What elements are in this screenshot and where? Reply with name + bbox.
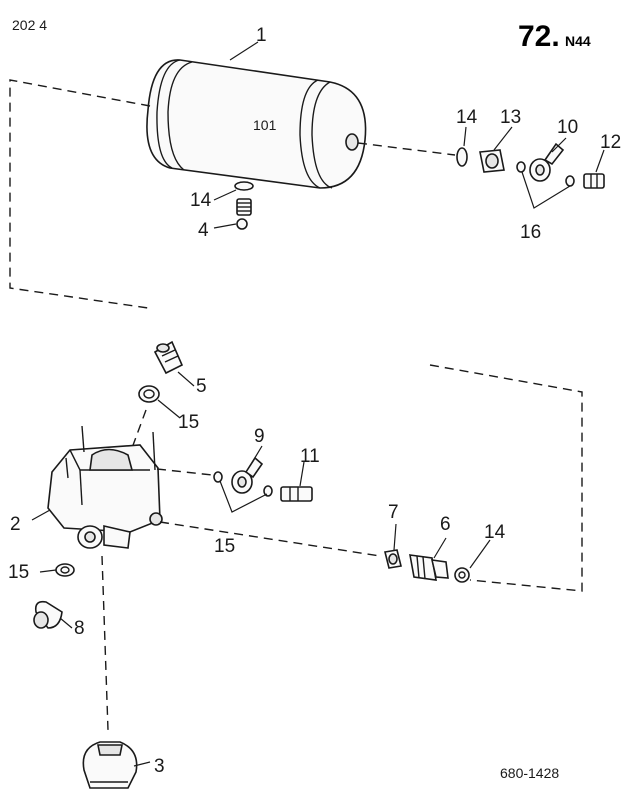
banjo-bolt-11 xyxy=(280,486,313,502)
callout-10: 10 xyxy=(557,117,578,138)
callout-15-left: 15 xyxy=(8,562,29,583)
plug-8 xyxy=(33,600,63,629)
page-reference: 202 4 xyxy=(12,17,47,33)
washer-14-top xyxy=(456,147,468,167)
callout-4: 4 xyxy=(198,220,209,241)
washer-16b xyxy=(565,175,575,187)
drain-valve-4 xyxy=(236,218,248,230)
callout-16: 16 xyxy=(520,222,541,243)
banjo-bolt-12 xyxy=(583,173,605,189)
seal-ring-15-mid-a xyxy=(213,471,223,483)
callout-5: 5 xyxy=(196,376,207,397)
nut-7 xyxy=(384,549,402,569)
callout-2: 2 xyxy=(10,514,21,535)
callout-1: 1 xyxy=(256,25,267,46)
seal-ring-15-mid-b xyxy=(263,485,273,497)
washer-14-bottom xyxy=(454,567,470,583)
callout-12: 12 xyxy=(600,132,621,153)
callout-3: 3 xyxy=(154,756,165,777)
silencer-3 xyxy=(82,741,138,789)
seal-ring-15-top xyxy=(138,385,160,403)
callout-14-top: 14 xyxy=(456,107,478,128)
banjo-fitting-9 xyxy=(231,456,264,494)
drain-plug xyxy=(236,198,252,216)
callout-15-top: 15 xyxy=(178,412,199,433)
callout-14-bottom: 14 xyxy=(484,522,506,543)
callout-13: 13 xyxy=(500,107,521,128)
tank-marking: 101 xyxy=(253,117,277,133)
drain-washer xyxy=(234,181,254,191)
adapter-6 xyxy=(409,554,449,581)
air-tank: 101 xyxy=(146,59,367,189)
hose-connector-5 xyxy=(153,340,184,375)
callout-7: 7 xyxy=(388,502,399,523)
seal-ring-15-left xyxy=(55,563,75,577)
section-suffix: N44 xyxy=(565,33,591,49)
callout-11: 11 xyxy=(300,446,320,467)
callout-8: 8 xyxy=(74,618,85,639)
union-nut-13 xyxy=(479,149,505,173)
banjo-fitting-10 xyxy=(529,142,565,182)
drawing-number: 680-1428 xyxy=(500,765,559,781)
callout-6: 6 xyxy=(440,514,451,535)
washer-16a xyxy=(516,161,526,173)
section-number: 72. xyxy=(518,20,560,53)
callout-14-tank: 14 xyxy=(190,190,212,211)
relay-valve-body xyxy=(47,425,163,549)
callout-9: 9 xyxy=(254,426,265,447)
callout-15-mid: 15 xyxy=(214,536,235,557)
